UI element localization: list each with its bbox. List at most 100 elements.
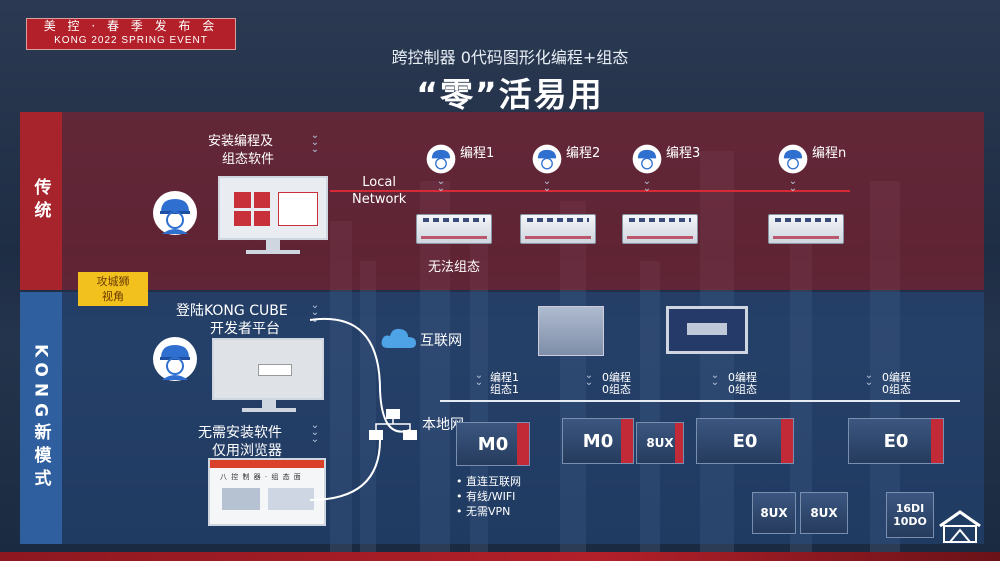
browser-window: 八 控 制 器 · 组 态 面 [208,458,326,526]
local-network-label: Local Network [352,174,406,208]
bullet-text-1: 直连互联网 [466,475,521,488]
bus-line [440,400,960,402]
bullet-item: • 无需VPN [456,505,511,518]
chevron-down-icon: ⌄⌄ [864,370,874,388]
tag-line2: 视角 [102,290,124,303]
page-subtitle: 跨控制器 0代码图形化编程+组态 [391,48,629,67]
module-e0-a-label: E0 [732,430,758,452]
chevron-down-icon: ⌄⌄ [436,176,446,194]
node-label-3-line1: 0编程 [728,371,757,384]
plc-device-1 [416,214,492,244]
module-m0-a: M0 [456,422,530,466]
program-label-2: 编程2 [566,146,601,161]
feature-bullets: • 直连互联网 • 有线/WIFI • 无需VPN [456,474,521,519]
traditional-label: 传统 [30,178,51,224]
program-label-1: 编程1 [460,146,495,161]
login-platform-label-1: 登陆KONG CUBE [176,303,288,319]
module-m0-b-label: M0 [582,430,614,452]
platform-monitor [212,338,324,400]
traditional-side-label: 传统 [20,112,62,290]
login-platform-label-2: 开发者平台 [210,321,280,337]
plc-device-3 [622,214,698,244]
node-label-2: 0编程 0组态 [602,372,631,396]
bullet-item: • 直连互联网 [456,475,521,488]
node-label-1-line1: 编程1 [490,371,519,384]
node-label-3: 0编程 0组态 [728,372,757,396]
chevron-down-icon: ⌄⌄ [788,176,798,194]
node-label-2-line2: 0组态 [602,383,631,396]
new-mode-label: KONG新模式 [30,343,51,493]
module-8ux-2: 8UX [752,492,796,534]
node-label-4: 0编程 0组态 [882,372,911,396]
page-title: “零”活易用 [416,75,604,114]
module-e0-a: E0 [696,418,794,464]
network-line1: Local [362,175,396,190]
browser-only-label-2: 仅用浏览器 [212,443,282,459]
install-software-label-2: 组态软件 [222,152,275,167]
plc-device-2 [520,214,596,244]
worker-helmet-icon [632,144,662,174]
module-io-line2: 10DO [893,515,927,528]
chevron-down-icon: ⌄⌄⌄ [310,130,320,155]
monitor-base [242,408,296,412]
network-line [330,190,850,192]
internet-label: 互联网 [420,333,462,349]
module-8ux-2-label: 8UX [760,506,788,520]
monitor-stand [262,400,276,408]
chevron-down-icon: ⌄⌄ [474,370,484,388]
module-io: 16DI 10DO [886,492,934,538]
brand-line2: KONG 2022 SPRING EVENT [54,35,208,46]
module-8ux-3-label: 8UX [810,506,838,520]
no-config-label: 无法组态 [428,260,481,275]
worker-helmet-icon [153,337,197,381]
worker-helmet-icon [532,144,562,174]
chevron-down-icon: ⌄⌄ [710,370,720,388]
node-label-2-line1: 0编程 [602,371,631,384]
module-8ux-1-label: 8UX [646,436,674,450]
engineer-perspective-tag: 攻城狮 视角 [78,272,148,306]
module-m0-b: M0 [562,418,634,464]
software-monitor [218,176,328,240]
node-label-4-line2: 0组态 [882,383,911,396]
connection-curves [309,317,411,501]
program-label-n: 编程n [812,146,847,161]
worker-helmet-icon [153,191,197,235]
bullet-text-2: 有线/WIFI [466,490,516,503]
kong-logo-icon [939,510,981,543]
new-mode-side-label: KONG新模式 [20,292,62,544]
node-label-3-line2: 0组态 [728,383,757,396]
worker-helmet-icon [778,144,808,174]
bullet-text-3: 无需VPN [466,505,511,518]
network-icon [369,409,417,440]
program-label-3: 编程3 [666,146,701,161]
browser-only-label-1: 无需安装软件 [198,425,282,441]
module-io-line1: 16DI [895,502,925,515]
brand-badge: 美 控 · 春 季 发 布 会 KONG 2022 SPRING EVENT [26,18,236,50]
chevron-down-icon: ⌄⌄⌄ [310,420,320,445]
cloud-icon [381,328,416,348]
bullet-item: • 有线/WIFI [456,490,516,503]
module-e0-b: E0 [848,418,944,464]
hmi-panel [666,306,748,354]
chevron-down-icon: ⌄⌄ [642,176,652,194]
node-label-4-line1: 0编程 [882,371,911,384]
node-label-1-line2: 组态1 [490,383,519,396]
chevron-down-icon: ⌄⌄ [542,176,552,194]
brand-line1: 美 控 · 春 季 发 布 会 [43,19,219,33]
network-line2: Network [352,192,407,207]
bottom-bar [0,552,1000,561]
local-net-label: 本地网 [422,417,464,433]
module-e0-b-label: E0 [883,430,909,452]
monitor-stand [266,240,280,250]
plc-device-n [768,214,844,244]
module-8ux-1: 8UX [636,422,684,464]
chevron-down-icon: ⌄⌄ [584,370,594,388]
install-software-label-1: 安装编程及 [208,134,274,149]
browser-window-title: 八 控 制 器 · 组 态 面 [220,473,302,481]
tag-line1: 攻城狮 [96,275,130,288]
worker-helmet-icon [426,144,456,174]
module-8ux-3: 8UX [800,492,848,534]
module-m0-a-label: M0 [477,433,509,455]
monitor-base [246,250,300,254]
edge-controller-box [538,306,604,356]
